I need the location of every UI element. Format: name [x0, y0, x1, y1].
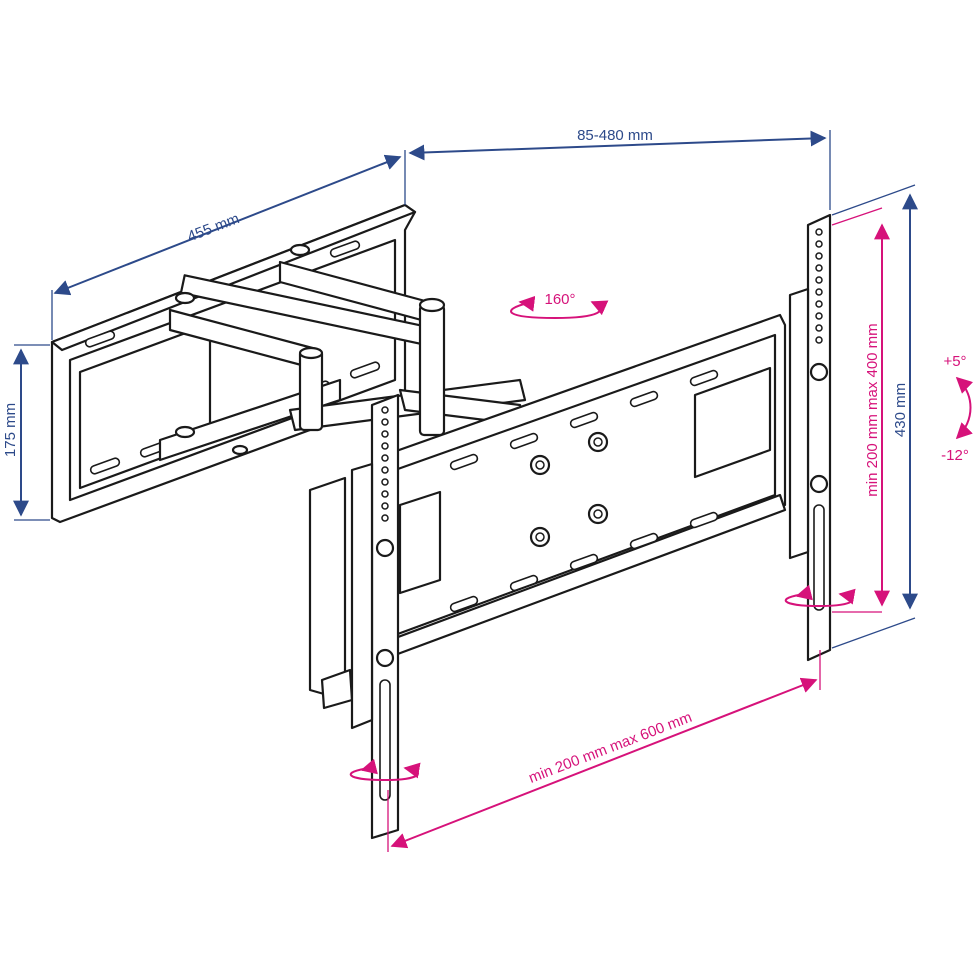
label-160: 160° — [544, 291, 575, 308]
label-430: 430 mm — [892, 383, 909, 437]
dimension-175: 175 mm — [2, 344, 50, 521]
left-hanging-bracket — [350, 393, 400, 840]
label-tilt-up: +5° — [943, 353, 966, 370]
dimension-430: 430 mm — [831, 184, 918, 649]
dimension-160-swivel: 160° — [510, 291, 609, 320]
label-vesa-horizontal: min 200 mm max 600 mm — [526, 709, 694, 787]
label-85-480: 85-480 mm — [577, 127, 653, 144]
dimension-vesa-horizontal: min 200 mm max 600 mm — [387, 650, 821, 852]
right-hanging-bracket — [788, 213, 832, 662]
rotation-indicators — [349, 584, 856, 782]
tv-mounting-plate — [308, 313, 787, 710]
dimension-vesa-vertical: min 200 mm max 400 mm — [831, 207, 890, 613]
dimension-tilt: +5° -12° — [941, 353, 973, 464]
label-tilt-down: -12° — [941, 447, 969, 464]
label-175: 175 mm — [2, 403, 19, 457]
dimension-85-480: 85-480 mm — [408, 127, 831, 210]
label-455: 455 mm — [185, 210, 242, 245]
label-vesa-vertical: min 200 mm max 400 mm — [864, 323, 881, 496]
